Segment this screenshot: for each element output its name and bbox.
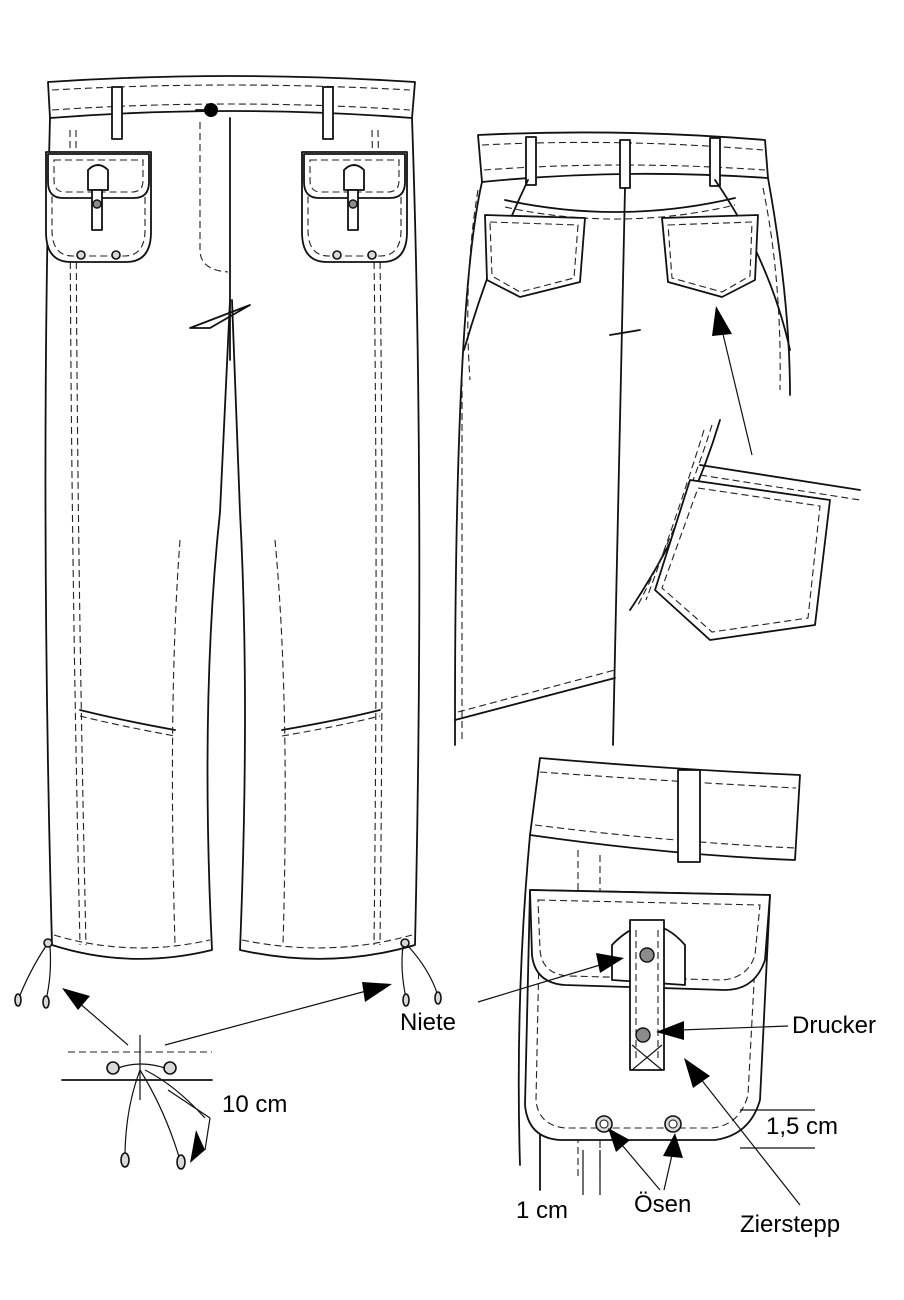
label-pocket-height: 1,5 cm xyxy=(766,1113,838,1140)
drawcord-detail xyxy=(61,1035,213,1170)
rivet-icon xyxy=(639,947,655,963)
back-pocket-left xyxy=(484,214,586,298)
front-left-leg-outline xyxy=(44,117,231,960)
drawcord-left xyxy=(14,938,53,1009)
back-view xyxy=(454,131,791,746)
front-view xyxy=(14,75,442,1009)
front-waistband xyxy=(47,75,416,119)
front-pocket-left xyxy=(45,151,152,263)
front-pocket-detail xyxy=(517,757,815,1195)
label-drawcord-length: 10 cm xyxy=(222,1091,287,1118)
back-pocket-detail xyxy=(629,419,861,641)
front-pocket-right xyxy=(301,151,408,263)
callout-arrows xyxy=(62,306,801,1206)
front-right-leg-outline xyxy=(231,117,421,960)
waist-button xyxy=(204,103,218,117)
label-niete: Niete xyxy=(400,1009,456,1036)
drawcord-right xyxy=(400,938,442,1007)
label-oesen: Ösen xyxy=(634,1191,691,1218)
label-drucker: Drucker xyxy=(792,1012,876,1039)
front-belt-loop-left xyxy=(111,86,123,140)
front-belt-loop-right xyxy=(322,86,334,140)
back-pocket-right xyxy=(661,214,759,298)
snap-button-icon xyxy=(635,1027,651,1043)
label-pocket-side: 1 cm xyxy=(516,1197,568,1224)
label-zierstepp: Zierstepp xyxy=(740,1211,840,1238)
